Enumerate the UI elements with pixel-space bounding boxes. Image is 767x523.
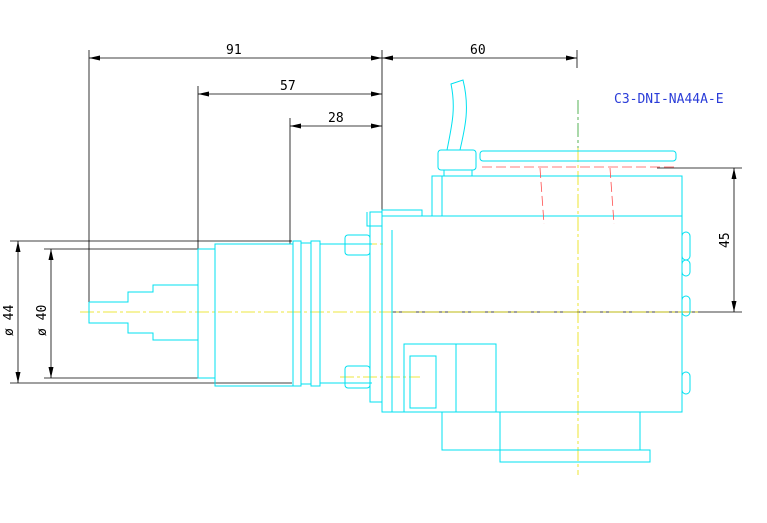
hidden-lines <box>482 166 676 225</box>
dim-45-label: 45 <box>718 232 733 248</box>
dim-60-label: 60 <box>470 43 486 58</box>
dim-dia44-label: ø 44 <box>2 305 17 336</box>
dim-28-label: 28 <box>328 111 344 126</box>
dimension-arrows <box>15 55 737 383</box>
dim-57-label: 57 <box>280 79 296 94</box>
dim-91-label: 91 <box>226 43 242 58</box>
part-outline <box>88 79 691 463</box>
part-number-label: C3-DNI-NA44A-E <box>614 92 724 107</box>
dim-dia40-label: ø 40 <box>35 305 50 336</box>
centerlines <box>80 100 700 475</box>
